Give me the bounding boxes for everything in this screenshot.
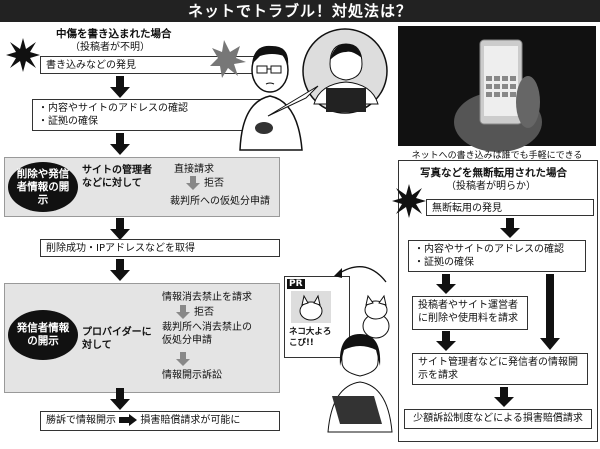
left-step-discovery-text: 書き込みなどの発見 [46, 60, 136, 71]
left-step-confirm: ・内容やサイトのアドレスの確認 ・証拠の確保 [32, 99, 278, 131]
right-step-small-claims-text: 少額訴訟制度などによる損害賠償請求 [413, 413, 583, 424]
right-subheading: （投稿者が明らか） [446, 181, 536, 192]
provider-target: プロバイダーに対して [82, 327, 152, 351]
right-step-discovery-text: 無断転用の発見 [432, 203, 502, 214]
phase-disclosure-label: 発信者情報の開示 [8, 310, 78, 360]
provider-refused: 拒否 [194, 307, 214, 318]
left-step-ip-acquired-text: 削除成功・IPアドレスなどを取得 [46, 243, 195, 254]
right-heading: 写真などを無断転用された場合 [420, 167, 567, 179]
burst-icon [392, 184, 426, 218]
arrow-down-icon [110, 388, 130, 410]
photo-caption: ネットへの書き込みは誰でも手軽にできる [411, 151, 583, 161]
cat-photo-icon [291, 291, 331, 323]
right-step-small-claims: 少額訴訟制度などによる損害賠償請求 [404, 409, 592, 429]
cat-poster: PR ネコ大よろこび!! [284, 276, 350, 358]
hand-phone-icon [454, 39, 542, 152]
arrow-down-icon [436, 331, 456, 351]
phase-deletion-label: 削除や発信者情報の開示 [8, 162, 78, 212]
site-refused: 拒否 [204, 178, 224, 189]
page-title: ネットでトラブル！対処法は？ [0, 0, 600, 22]
man-with-phone-illustration [210, 40, 303, 151]
right-step-discovery: 無断転用の発見 [426, 199, 594, 216]
arrow-down-icon [436, 274, 456, 294]
final-damages-claim: 損害賠償請求が可能に [140, 415, 241, 426]
left-step-ip-acquired: 削除成功・IPアドレスなどを取得 [40, 239, 280, 257]
cat-sketch-icon [362, 294, 390, 339]
speech-pointer [267, 85, 319, 117]
pr-badge: PR [287, 279, 305, 289]
right-step-request-deletion-text: 投稿者やサイト運営者に削除や使用料を請求 [418, 300, 518, 324]
provider-erase-ban: 情報消去禁止を請求 [162, 292, 252, 303]
smartphone-photo [398, 26, 596, 152]
arrow-down-icon [500, 218, 520, 238]
arrow-down-icon [186, 176, 200, 190]
right-step-request-deletion: 投稿者やサイト運営者に削除や使用料を請求 [412, 296, 528, 330]
site-direct-request: 直接請求 [174, 164, 214, 175]
left-subheading: （投稿者が不明） [70, 42, 150, 53]
cycle-arrow [334, 266, 387, 283]
arrow-down-icon [176, 352, 190, 366]
arrow-down-icon [176, 305, 190, 319]
burst-icon [6, 38, 40, 72]
right-step-request-disclosure: サイト管理者などに発信者の情報開示を請求 [412, 353, 588, 385]
final-win-disclosure: 勝訴で情報開示 [46, 415, 116, 426]
right-flow-frame [398, 160, 598, 442]
arrow-down-icon [494, 387, 514, 407]
woman-with-laptop-illustration [327, 334, 393, 433]
anonymous-poster-illustration [302, 28, 388, 114]
arrow-down-icon [110, 218, 130, 240]
site-court-petition: 裁判所への仮処分申請 [170, 196, 270, 207]
arrow-down-icon [110, 76, 130, 98]
arrow-down-long-icon [540, 274, 560, 350]
arrow-down-icon [110, 133, 130, 155]
arrow-down-icon [110, 259, 130, 281]
right-step-confirm: ・内容やサイトのアドレスの確認 ・証拠の確保 [408, 240, 586, 272]
provider-court-petition: 裁判所へ消去禁止の仮処分申請 [162, 322, 252, 346]
site-admin-target: サイトの管理者などに対して [82, 165, 152, 189]
left-step-final: 勝訴で情報開示 損害賠償請求が可能に [40, 411, 280, 431]
right-step-confirm-line1: ・内容やサイトのアドレスの確認 [414, 244, 564, 255]
provider-disclosure-suit: 情報開示訴訟 [162, 370, 222, 381]
left-step-confirm-line2: ・証拠の確保 [38, 116, 98, 127]
arrow-right-icon [119, 414, 138, 426]
right-step-request-disclosure-text: サイト管理者などに発信者の情報開示を請求 [418, 357, 578, 381]
left-step-confirm-line1: ・内容やサイトのアドレスの確認 [38, 103, 188, 114]
poster-text: ネコ大よろこび!! [289, 327, 332, 348]
right-step-confirm-line2: ・証拠の確保 [414, 257, 474, 268]
left-heading: 中傷を書き込まれた場合 [56, 28, 172, 40]
